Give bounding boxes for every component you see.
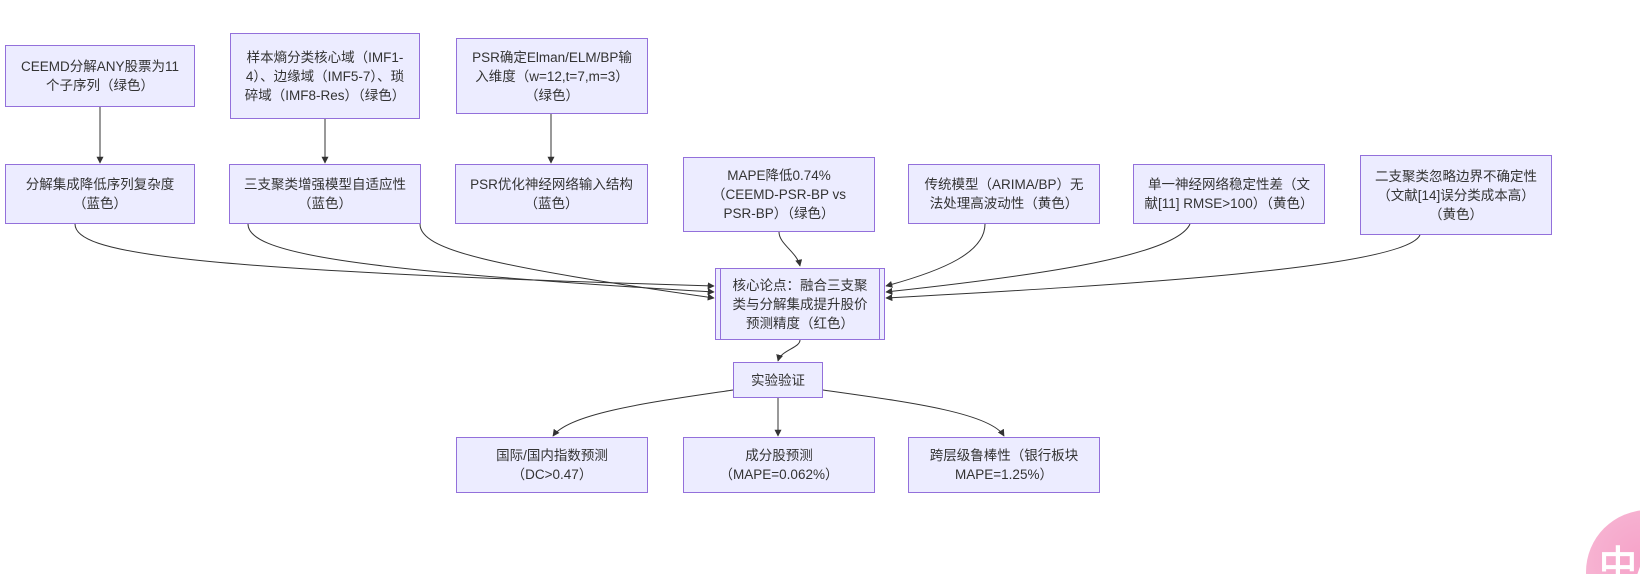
node-single-nn-unstable: 单一神经网络稳定性差（文献[11] RMSE>100）（黄色） <box>1133 164 1325 224</box>
node-experiment: 实验验证 <box>733 362 823 398</box>
node-decomp-ensemble: 分解集成降低序列复杂度（蓝色） <box>5 164 195 224</box>
subroutine-inner-line-left <box>720 269 721 339</box>
subroutine-inner-line-right <box>879 269 880 339</box>
edge-cluster-to-core <box>247 223 715 296</box>
node-psr-input-dim: PSR确定Elman/ELM/BP输入维度（w=12,t=7,m=3）（绿色） <box>456 38 648 114</box>
edge-experiment-to-robust <box>822 389 1005 437</box>
node-traditional-models: 传统模型（ARIMA/BP）无法处理高波动性（黄色） <box>908 164 1100 224</box>
node-sample-entropy: 样本熵分类核心域（IMF1-4）、边缘域（IMF5-7）、琐碎域（IMF8-Re… <box>230 33 420 119</box>
node-psr-optimize: PSR优化神经网络输入结构（蓝色） <box>455 164 648 224</box>
edge-decomp-to-core <box>74 223 715 290</box>
edge-psropt-to-core <box>419 223 715 301</box>
node-two-way-cluster: 二支聚类忽略边界不确定性（文献[14]误分类成本高）（黄色） <box>1360 155 1552 235</box>
edge-mape-to-core <box>778 231 803 267</box>
translate-button[interactable]: 中A <box>1586 510 1640 574</box>
edge-core-to-experiment <box>776 339 801 362</box>
edge-traditional-to-core <box>885 223 986 288</box>
node-cross-robustness: 跨层级鲁棒性（银行板块MAPE=1.25%） <box>908 437 1100 493</box>
edge-twoway-to-core <box>885 234 1421 302</box>
node-ceemd-decompose: CEEMD分解ANY股票为11个子序列（绿色） <box>5 45 195 107</box>
core-thesis-label: 核心论点：融合三支聚类与分解集成提升股价预测精度（红色） <box>732 277 868 331</box>
edge-singlenn-to-core <box>885 223 1191 295</box>
node-index-prediction: 国际/国内指数预测（DC>0.47） <box>456 437 648 493</box>
node-stock-prediction: 成分股预测（MAPE=0.062%） <box>683 437 875 493</box>
node-mape-reduction: MAPE降低0.74%（CEEMD-PSR-BP vs PSR-BP）（绿色） <box>683 157 875 232</box>
node-core-thesis: 核心论点：融合三支聚类与分解集成提升股价预测精度（红色） <box>715 268 885 340</box>
edge-experiment-to-index <box>552 389 734 437</box>
node-three-way-cluster: 三支聚类增强模型自适应性（蓝色） <box>229 164 421 224</box>
